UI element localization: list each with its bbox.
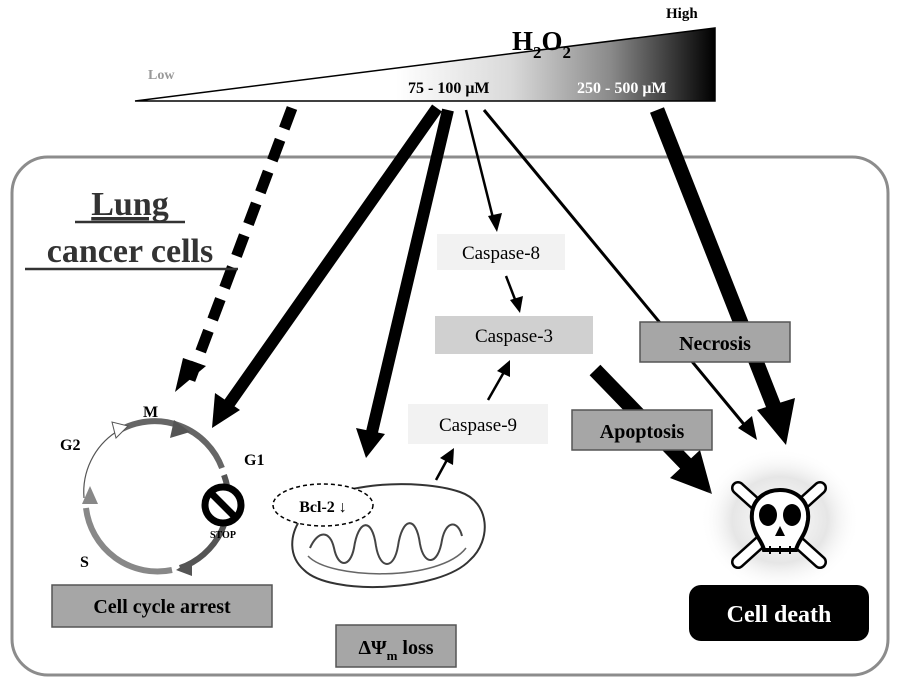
- arrow-to-mito: [366, 108, 454, 434]
- arrow-mito-to-casp9: [434, 457, 450, 481]
- cell-death-label: Cell death: [727, 602, 832, 628]
- stop-sign-slash: [208, 490, 238, 520]
- arrow-to-cycle: [221, 104, 442, 412]
- skull-crossbones-icon: [700, 448, 860, 592]
- caspase-3-box: [435, 316, 593, 354]
- arrow-casp9-to-casp3-head: [497, 360, 510, 377]
- arrow-thin-to-death-head: [738, 416, 757, 440]
- phase-m-label: M: [143, 404, 158, 421]
- arrow-casp8-to-casp3: [504, 275, 518, 303]
- dashed-arrow-to-cycle: [184, 106, 298, 382]
- skull-eye-left: [759, 504, 777, 526]
- caspase-3-label: Caspase-3: [475, 326, 553, 347]
- phase-g1-label: G1: [244, 452, 264, 469]
- high-label: High: [666, 6, 698, 22]
- h2o2-gradient-wedge: [134, 27, 716, 102]
- cell-title-line1: Lung: [91, 186, 169, 223]
- caspase-8-label: Caspase-8: [462, 243, 540, 264]
- arrow-mito-to-casp9-head: [440, 448, 454, 465]
- arrow-necrosis-to-death: [650, 107, 783, 415]
- range-high-label: 250 - 500 μM: [577, 80, 667, 97]
- necrosis-label: Necrosis: [679, 333, 751, 355]
- cycle-arc-m-g1: [118, 418, 225, 470]
- bcl2-label: Bcl-2 ↓: [299, 499, 347, 516]
- arrow-to-casp8: [464, 109, 496, 223]
- arrow-necrosis-head: [757, 398, 795, 445]
- apoptosis-box: [571, 409, 713, 451]
- stop-label: STOP: [210, 530, 236, 541]
- arrow-casp8-to-casp3-head: [510, 296, 523, 313]
- arrow-to-mito-head: [356, 428, 385, 458]
- apoptosis-label: Apoptosis: [600, 421, 685, 443]
- cycle-arrowhead-m-light: [111, 421, 129, 439]
- mito-inner-membrane: [307, 547, 467, 575]
- range-mid-label: 75 - 100 μM: [408, 80, 490, 97]
- cycle-arrowhead-s: [176, 560, 192, 576]
- caspase-9-box: [408, 404, 548, 444]
- skull-eye-right: [783, 504, 801, 526]
- arrow-casp9-to-casp3: [486, 371, 506, 401]
- cell-cycle-arrest-label: Cell cycle arrest: [93, 596, 231, 618]
- membrane-potential-loss-box: [335, 624, 457, 668]
- cycle-arc-s-g2: [83, 507, 173, 575]
- low-label: Low: [148, 68, 175, 83]
- arrow-to-casp8-head: [488, 213, 502, 232]
- mito-cristae: [309, 522, 463, 565]
- dashed-arrow-head: [175, 358, 206, 392]
- arrow-apoptosis-head: [670, 450, 712, 494]
- bcl2-ellipse: [272, 483, 374, 527]
- h2o2-label: H2O2: [512, 26, 571, 62]
- necrosis-box: [639, 321, 791, 363]
- membrane-potential-loss-label: ΔΨm loss: [358, 637, 433, 663]
- cycle-arrowhead-g2: [82, 486, 98, 504]
- caspase-8-box: [437, 234, 565, 270]
- cycle-arrowhead-m: [170, 420, 190, 438]
- cell-cycle-arrest-box: [51, 584, 273, 628]
- phase-s-label: S: [80, 554, 89, 571]
- caspase-9-label: Caspase-9: [439, 415, 517, 436]
- skull-nose: [775, 526, 785, 536]
- phase-g2-label: G2: [60, 437, 80, 454]
- cell-title-line2: cancer cells: [47, 233, 213, 270]
- arrow-thin-to-death: [482, 109, 749, 429]
- arrow-to-cycle-head: [212, 393, 240, 428]
- cell-cycle-diagram: STOP M G1 G2 S: [60, 404, 264, 576]
- cell-death-box: [689, 585, 869, 641]
- cycle-arc-g2-m-outline: [83, 431, 117, 499]
- cell-boundary: [10, 155, 890, 677]
